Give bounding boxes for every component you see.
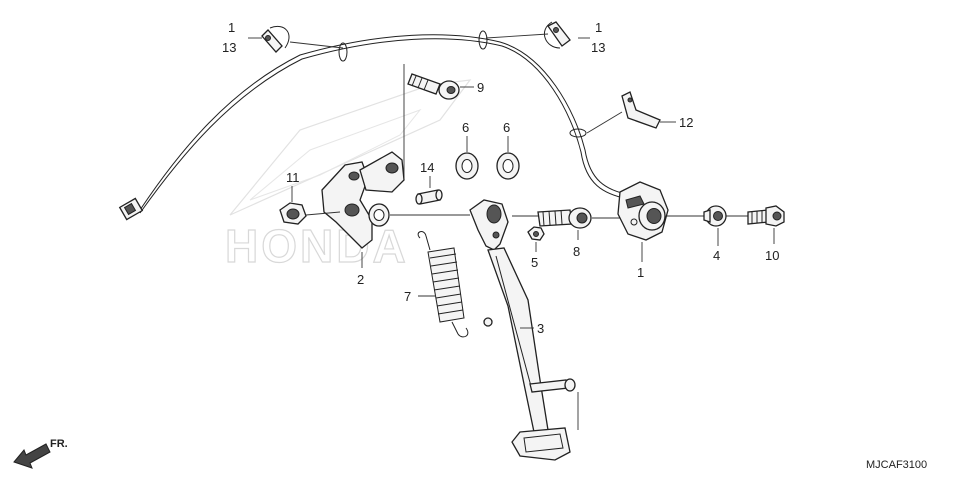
callout-1-clip-left: 1 (228, 20, 235, 35)
wire-clip-right (543, 21, 571, 49)
callout-11: 11 (286, 170, 300, 185)
callout-14: 14 (420, 160, 434, 175)
bolt-10 (747, 205, 785, 227)
callout-4: 4 (713, 248, 720, 263)
callout-2: 2 (357, 272, 364, 287)
pivot-bolt-8 (537, 207, 592, 229)
callout-9: 9 (477, 80, 484, 95)
wire-clip-left (261, 26, 290, 53)
side-stand-bracket-2 (321, 151, 405, 249)
side-stand-switch-1 (617, 181, 669, 241)
front-indicator-label: FR. (50, 438, 68, 450)
bolt-9 (407, 73, 460, 100)
callout-10: 10 (765, 248, 779, 263)
washer-6-right (496, 152, 520, 180)
wire-bracket-12 (621, 91, 661, 129)
callout-1-clip-right: 1 (595, 20, 602, 35)
wire-band-left (338, 42, 348, 62)
callout-6-left: 6 (462, 120, 469, 135)
callout-7: 7 (404, 289, 411, 304)
wire-band-lower (569, 128, 587, 138)
nut-5 (527, 226, 545, 241)
diagram-code: MJCAF3100 (866, 459, 927, 471)
washer-6-left (455, 152, 479, 180)
wire-connector (118, 197, 144, 221)
callout-13-clip-right: 13 (591, 40, 605, 55)
spring-7 (417, 231, 469, 338)
callout-13-clip-left: 13 (222, 40, 236, 55)
callout-12: 12 (679, 115, 693, 130)
nut-11 (279, 202, 307, 225)
callout-5: 5 (531, 255, 538, 270)
side-stand-3 (469, 199, 576, 461)
brand-watermark: HONDA (224, 79, 472, 273)
watermark-text: HONDA (225, 220, 409, 272)
switch-wire (139, 34, 631, 211)
collar-14 (415, 189, 443, 205)
callout-6-right: 6 (503, 120, 510, 135)
callout-1-switch: 1 (637, 265, 644, 280)
callout-8: 8 (573, 244, 580, 259)
wire-band-right (478, 30, 488, 50)
front-direction-indicator: FR. (13, 438, 68, 469)
collar-4 (703, 205, 727, 227)
callout-3: 3 (537, 321, 544, 336)
